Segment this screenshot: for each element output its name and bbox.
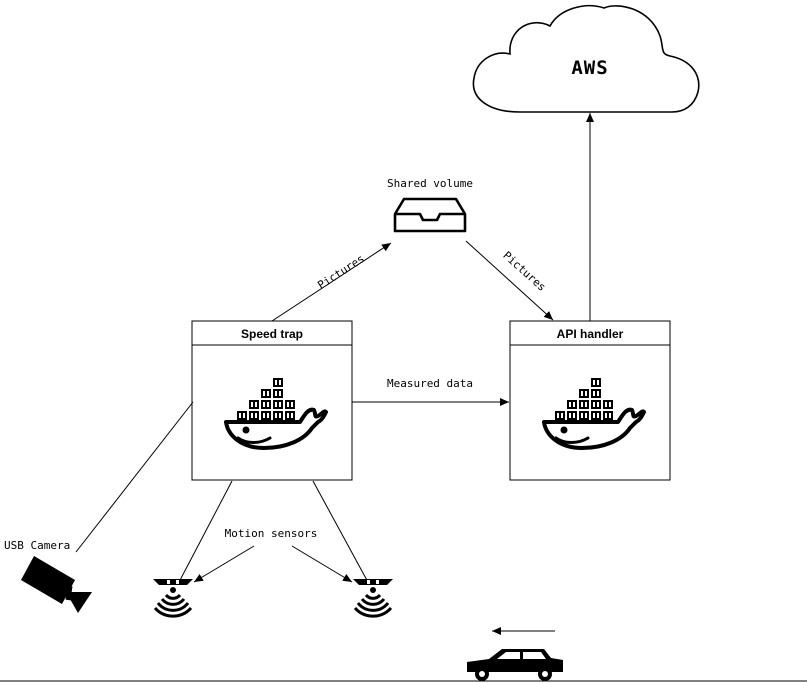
speed-trap-title: Speed trap [241, 327, 303, 341]
pictures-label-out: Pictures [500, 249, 548, 294]
road-scene [0, 627, 807, 682]
camera-icon [21, 556, 92, 613]
aws-label: AWS [571, 57, 608, 79]
edge-pictures-to-volume: Pictures [271, 242, 392, 322]
motion-sensor-icon [351, 577, 395, 618]
pictures-label-in: Pictures [315, 252, 367, 292]
measured-data-label: Measured data [387, 377, 473, 390]
api-handler-title: API handler [557, 327, 624, 341]
usb-camera-label: USB Camera [4, 539, 70, 552]
usb-camera: USB Camera [4, 401, 194, 613]
edge-measured-data: Measured data [352, 377, 509, 406]
api-handler-container: API handler [509, 320, 671, 481]
speed-trap-container: Speed trap [191, 320, 353, 481]
shared-volume: Shared volume [387, 177, 473, 233]
volume-drive-icon [393, 197, 467, 233]
edge-volume-to-api: Pictures [465, 240, 554, 321]
cloud-shape [472, 4, 700, 113]
aws-cloud: AWS [472, 4, 700, 113]
shared-volume-label: Shared volume [387, 177, 473, 190]
motion-sensors: Motion sensors [151, 480, 395, 618]
motion-sensors-label: Motion sensors [225, 527, 318, 540]
car-icon [467, 649, 563, 681]
motion-sensor-icon [151, 577, 195, 618]
